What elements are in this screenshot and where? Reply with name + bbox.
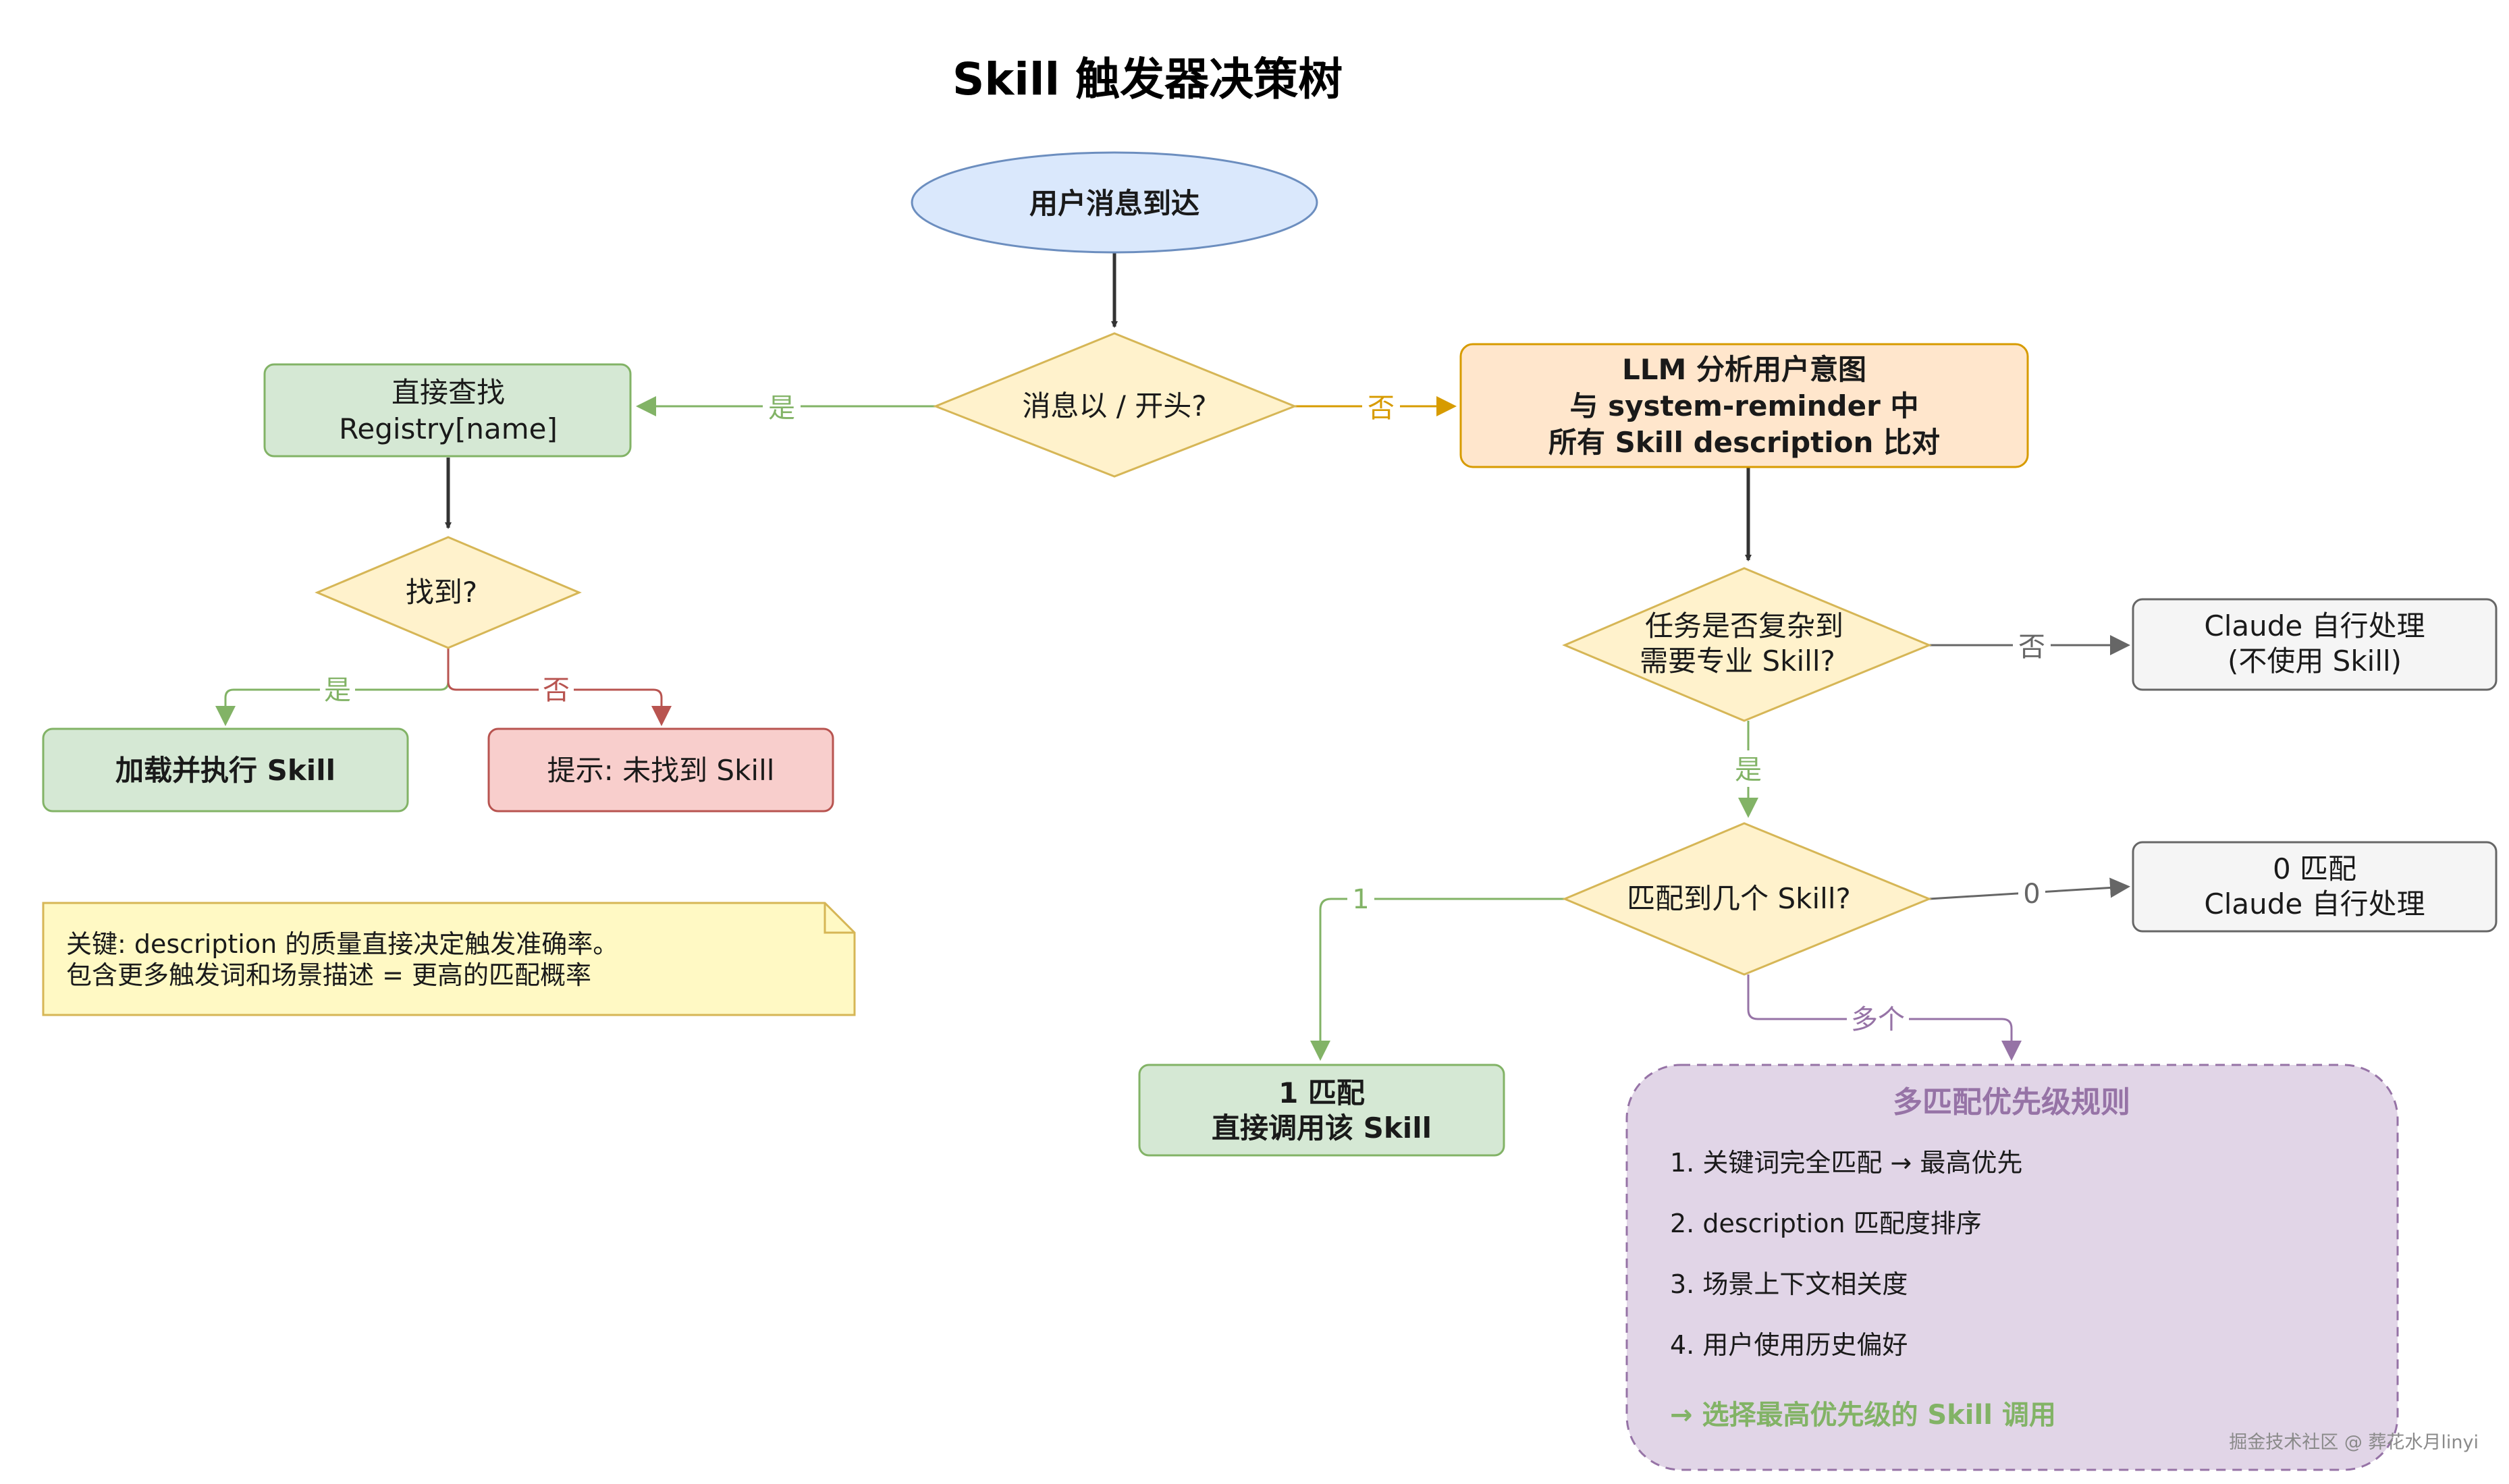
node-found-check-label: 找到?	[406, 576, 477, 609]
priority-item-2: 2. description 匹配度排序	[1670, 1209, 1982, 1238]
node-load-execute	[42, 727, 409, 813]
node-llm-analyze-line3: 所有 Skill description 比对	[1548, 426, 1940, 459]
node-direct-lookup	[263, 363, 632, 458]
edge-label-found-yes: 是	[324, 675, 351, 706]
priority-item-3: 3. 场景上下文相关度	[1670, 1269, 1908, 1299]
edge-label-match-many: 多个	[1851, 1004, 1905, 1035]
edge-label-match-one: 1	[1352, 884, 1369, 915]
node-not-found	[487, 727, 834, 813]
node-match-count-label: 匹配到几个 Skill?	[1627, 882, 1851, 915]
node-llm-analyze-line2: 与 system-reminder 中	[1570, 389, 1919, 422]
edge-label-found-no: 否	[543, 675, 570, 706]
note-box	[42, 902, 856, 1016]
note-fold	[824, 903, 855, 934]
edge-label-bg	[2013, 628, 2051, 664]
edge-label-bg	[1729, 750, 1767, 787]
diagram-title: Skill 触发器决策树	[952, 53, 1343, 105]
node-one-match-line2: 直接调用该 Skill	[1212, 1111, 1432, 1145]
node-complex-check	[1562, 567, 1932, 722]
node-one-match-line1: 1 匹配	[1278, 1076, 1365, 1109]
node-load-execute-label: 加载并执行 Skill	[115, 754, 335, 787]
note-line-2: 包含更多触发词和场景描述 = 更高的匹配概率	[66, 960, 591, 990]
node-slash-check	[932, 332, 1298, 478]
priority-item-4: 4. 用户使用历史偏好	[1670, 1330, 1908, 1360]
edge-label-complex-no: 否	[2018, 632, 2045, 663]
edge-label-bg	[1347, 883, 1374, 916]
node-match-count	[1562, 822, 1932, 976]
edge-label-complex-yes: 是	[1735, 754, 1762, 786]
edge-label-bg	[1362, 388, 1400, 424]
node-llm-analyze	[1459, 343, 2029, 468]
node-one-match	[1138, 1064, 1505, 1157]
node-direct-lookup-line2: Registry[name]	[339, 412, 558, 445]
node-direct-lookup-line1: 直接查找	[392, 376, 505, 409]
note-line-1: 关键: description 的质量直接决定触发准确率。	[66, 929, 618, 959]
node-complex-check-line1: 任务是否复杂到	[1645, 609, 1843, 642]
edge-label-bg	[2018, 877, 2045, 911]
node-complex-check-line2: 需要专业 Skill?	[1640, 644, 1835, 678]
node-zero-match-line2: Claude 自行处理	[2204, 887, 2425, 920]
edge-label-bg	[320, 672, 355, 707]
node-claude-self-line2: (不使用 Skill)	[2228, 644, 2402, 678]
edge-label-slash-yes: 是	[768, 393, 795, 424]
edge-label-bg	[1847, 1003, 1909, 1037]
priority-panel-title: 多匹配优先级规则	[1893, 1085, 2130, 1120]
node-start	[911, 151, 1318, 254]
node-llm-analyze-line1: LLM 分析用户意图	[1622, 353, 1866, 386]
node-zero-match-line1: 0 匹配	[2273, 852, 2356, 885]
priority-panel	[1625, 1064, 2399, 1471]
node-start-label: 用户消息到达	[1029, 187, 1199, 220]
node-slash-check-label: 消息以 / 开头?	[1022, 389, 1206, 422]
node-claude-self	[2132, 598, 2498, 691]
edge-label-bg	[763, 388, 801, 424]
edge-label-slash-no: 否	[1368, 393, 1395, 424]
node-zero-match	[2132, 841, 2498, 933]
node-not-found-label: 提示: 未找到 Skill	[547, 754, 775, 787]
priority-panel-footer: → 选择最高优先级的 Skill 调用	[1670, 1400, 2056, 1431]
watermark: 掘金技术社区 @ 葬花水月linyi	[2229, 1432, 2479, 1453]
node-claude-self-line1: Claude 自行处理	[2204, 609, 2425, 642]
edge-label-bg	[539, 672, 574, 707]
node-found-check	[315, 536, 582, 649]
priority-item-1: 1. 关键词完全匹配 → 最高优先	[1670, 1148, 2022, 1178]
edge-match-one	[1310, 898, 1565, 1061]
edge-label-match-zero: 0	[2023, 879, 2040, 910]
